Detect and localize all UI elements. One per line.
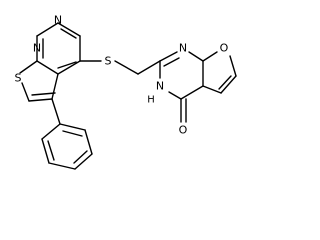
bond [202, 51, 218, 62]
atom-s-thiophene: S [15, 72, 22, 85]
bond [114, 60, 139, 75]
bond [41, 138, 50, 164]
bond [220, 75, 237, 94]
bonds [19, 22, 237, 170]
bond [47, 140, 55, 161]
bond [188, 51, 204, 62]
atom-n-mid-left: N [33, 42, 41, 55]
atom-h-on-n: H [147, 95, 155, 106]
bond [36, 22, 59, 37]
bond [163, 57, 180, 67]
bond [137, 60, 161, 75]
atom-o-carbonyl: O [179, 124, 188, 137]
bond [57, 22, 81, 37]
atom-o-furan: O [220, 42, 229, 55]
bond [62, 130, 83, 137]
bond [36, 60, 59, 75]
bond [51, 73, 59, 100]
atom-nh: N [156, 80, 164, 93]
bond [60, 28, 77, 39]
bond [168, 91, 182, 100]
bond [73, 150, 88, 164]
bond [28, 98, 53, 102]
bond [21, 82, 30, 102]
chemical-structure: N N S S N O N H O [15, 14, 237, 170]
bond [159, 51, 178, 62]
atom-n-top-left: N [54, 14, 62, 27]
bond [57, 60, 81, 75]
bond [19, 60, 38, 74]
bond [229, 55, 237, 77]
atom-n-top-right: N [179, 42, 187, 55]
bond [218, 75, 232, 90]
atom-s-linker: S [105, 55, 112, 68]
atom-labels: N N S S N O N H O [15, 14, 229, 137]
bond [59, 123, 86, 131]
bond [57, 61, 77, 69]
bond [74, 153, 93, 170]
bond [84, 129, 93, 155]
bond [202, 85, 222, 94]
bond [180, 85, 204, 100]
bond [31, 92, 56, 96]
bond [41, 123, 61, 140]
bond [48, 162, 76, 170]
bond [51, 98, 61, 125]
